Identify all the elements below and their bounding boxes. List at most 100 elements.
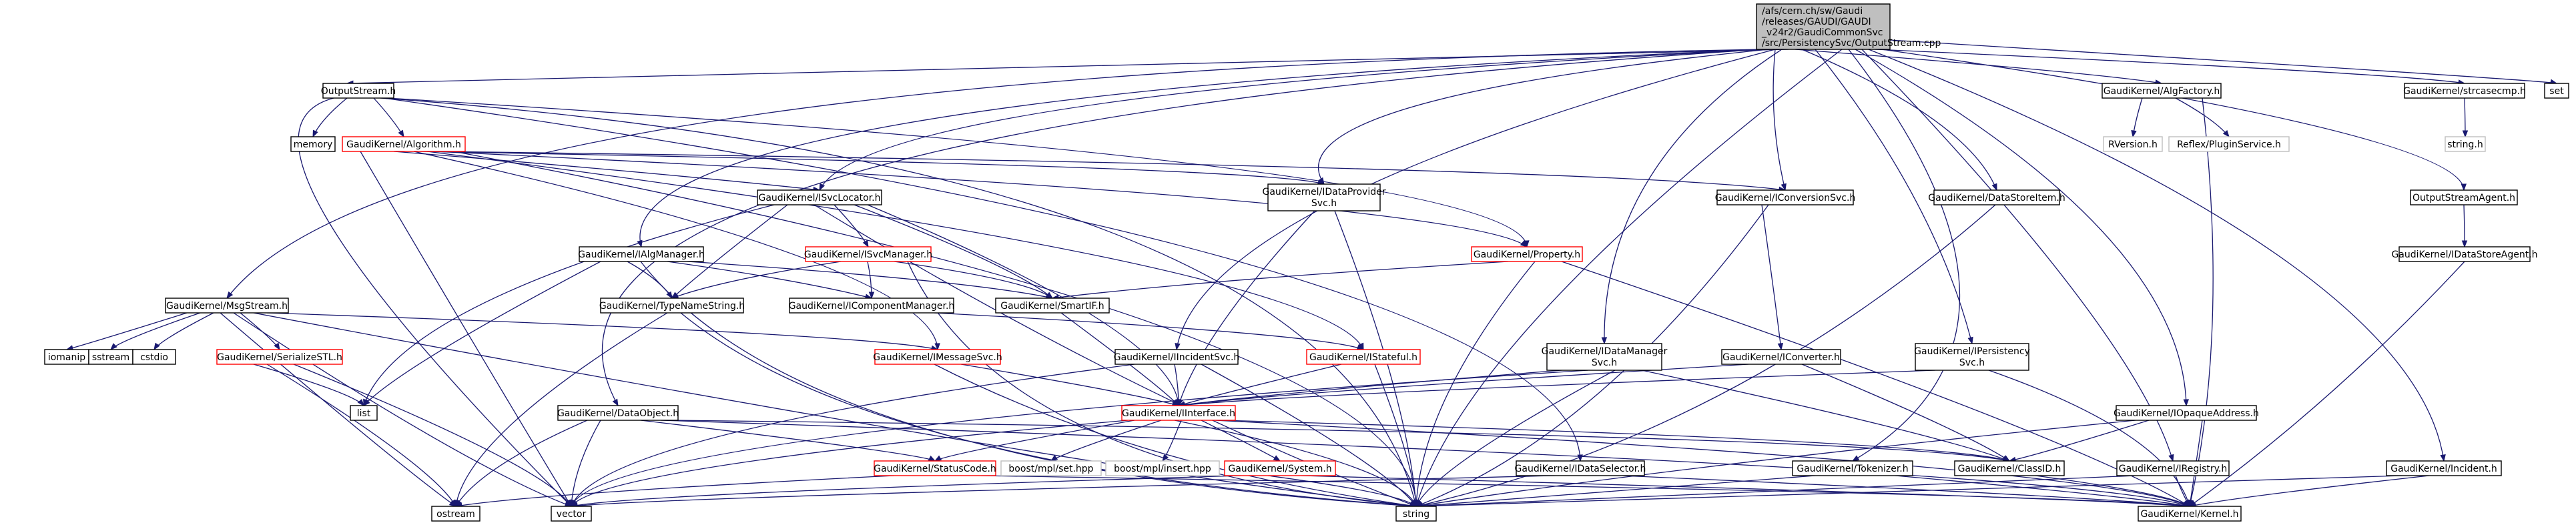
- edge-arrowhead: [2183, 399, 2190, 407]
- node-list[interactable]: list: [350, 405, 378, 421]
- node-datastoreitem[interactable]: GaudiKernel/DataStoreItem.h: [1928, 189, 2065, 205]
- node-algfactory[interactable]: GaudiKernel/AlgFactory.h: [2102, 83, 2222, 99]
- node-iregistry[interactable]: GaudiKernel/IRegistry.h: [2116, 460, 2230, 476]
- node-smartif[interactable]: GaudiKernel/SmartIF.h: [995, 298, 1110, 314]
- node-iopaqueaddress[interactable]: GaudiKernel/IOpaqueAddress.h: [2114, 405, 2259, 421]
- dependency-edge: [2189, 261, 2465, 507]
- edge-arrowhead: [398, 129, 404, 138]
- edge-arrowhead: [455, 499, 462, 508]
- dependency-edge: [1621, 475, 2190, 507]
- node-set[interactable]: set: [2544, 83, 2569, 99]
- node-icomponentmanager[interactable]: GaudiKernel/IComponentManager.h: [789, 298, 955, 314]
- dependency-edge: [1267, 475, 1417, 507]
- node-outputstream-h[interactable]: OutputStream.h: [321, 83, 396, 99]
- dependency-edge: [1415, 49, 1843, 507]
- node-vector[interactable]: vector: [551, 506, 592, 522]
- root-line-1: /afs/cern.ch/sw/Gaudi: [1762, 6, 1863, 17]
- node-system[interactable]: GaudiKernel/System.h: [1224, 460, 1336, 476]
- node-boost-mpl-set[interactable]: boost/mpl/set.hpp: [1000, 460, 1102, 476]
- node-ostream[interactable]: ostream: [431, 506, 480, 522]
- edge-arrowhead: [1967, 336, 1973, 345]
- dependency-edge: [455, 420, 588, 507]
- node-istateful[interactable]: GaudiKernel/IStateful.h: [1306, 349, 1421, 365]
- node-idataselector[interactable]: GaudiKernel/IDataSelector.h: [1515, 460, 1646, 476]
- node-memory[interactable]: memory: [290, 136, 336, 152]
- node-sstream[interactable]: sstream: [88, 349, 133, 365]
- node-rversion[interactable]: RVersion.h: [2103, 136, 2163, 152]
- dependency-edge: [1889, 39, 2557, 84]
- node-algorithm[interactable]: GaudiKernel/Algorithm.h: [342, 136, 466, 152]
- node-idatamanagersvc[interactable]: GaudiKernel/IDataManager Svc.h: [1542, 343, 1668, 371]
- node-iincidentsvc[interactable]: GaudiKernel/IIncidentSvc.h: [1114, 349, 1240, 365]
- dependency-edge: [1875, 49, 2465, 84]
- dependency-edge: [373, 97, 404, 137]
- dependency-edge: [1855, 49, 2187, 406]
- node-classid[interactable]: GaudiKernel/ClassID.h: [1954, 460, 2065, 476]
- node-msgstream[interactable]: GaudiKernel/MsgStream.h: [165, 298, 289, 314]
- dependency-edge: [293, 364, 572, 507]
- node-property[interactable]: GaudiKernel/Property.h: [1471, 246, 1583, 262]
- dependency-edge: [1848, 49, 1961, 462]
- node-strcasecmp[interactable]: GaudiKernel/strcasecmp.h: [2403, 83, 2526, 99]
- node-label: GaudiKernel/MsgStream.h: [166, 301, 288, 312]
- edge-arrowhead: [1175, 399, 1182, 407]
- node-label: OutputStream.h: [321, 86, 396, 97]
- node-idataprovidersvc[interactable]: GaudiKernel/IDataProvider Svc.h: [1263, 183, 1386, 211]
- dependency-edge: [1773, 49, 1786, 191]
- dependency-edge: [1868, 49, 2445, 462]
- dependency-edge: [1415, 370, 1616, 507]
- node-label: list: [357, 408, 371, 419]
- node-dataobject[interactable]: GaudiKernel/DataObject.h: [557, 405, 679, 421]
- dependency-edge: [640, 261, 1417, 507]
- node-serializestl[interactable]: GaudiKernel/SerializeSTL.h: [216, 349, 343, 365]
- node-iconversionsvc[interactable]: GaudiKernel/IConversionSvc.h: [1715, 189, 1856, 205]
- node-iinterface[interactable]: GaudiKernel/IInterface.h: [1121, 405, 1236, 421]
- node-label: GaudiKernel/IOpaqueAddress.h: [2114, 408, 2259, 419]
- dependency-edge: [1801, 49, 1997, 191]
- dependency-edge: [386, 97, 1528, 247]
- node-label: GaudiKernel/IAlgManager.h: [578, 249, 705, 260]
- node-imessagesvc[interactable]: GaudiKernel/IMessageSvc.h: [873, 349, 1002, 365]
- edge-arrowhead: [1175, 342, 1181, 351]
- node-label: GaudiKernel/IInterface.h: [1122, 408, 1235, 419]
- node-string[interactable]: string: [1395, 506, 1437, 522]
- edge-arrowhead: [1777, 343, 1784, 351]
- node-isvclocator[interactable]: GaudiKernel/ISvcLocator.h: [757, 189, 882, 205]
- node-ipersistencysvc[interactable]: GaudiKernel/IPersistency Svc.h: [1914, 343, 2030, 371]
- node-isvcmanager[interactable]: GaudiKernel/ISvcManager.h: [804, 246, 932, 262]
- node-string-h[interactable]: string.h: [2445, 136, 2486, 152]
- node-kernel[interactable]: GaudiKernel/Kernel.h: [2138, 506, 2242, 522]
- node-boost-mpl-insert[interactable]: boost/mpl/insert.hpp: [1105, 460, 1220, 476]
- node-outputstreamagent[interactable]: OutputStreamAgent.h: [2410, 189, 2518, 205]
- edge-arrowhead: [612, 398, 619, 407]
- edge-arrowhead: [862, 239, 869, 248]
- dependency-edge: [1060, 312, 1179, 406]
- node-label: GaudiKernel/IDataProvider: [1263, 187, 1386, 197]
- node-root-outputstream-cpp[interactable]: /afs/cern.ch/sw/Gaudi /releases/GAUDI/GA…: [1756, 3, 1941, 50]
- node-incident[interactable]: GaudiKernel/Incident.h: [2386, 460, 2502, 476]
- dependency-edge: [571, 420, 1129, 507]
- node-tokenizer[interactable]: GaudiKernel/Tokenizer.h: [1792, 460, 1913, 476]
- dependency-edge: [253, 312, 1417, 507]
- node-ialgmanager[interactable]: GaudiKernel/IAlgManager.h: [578, 246, 705, 262]
- node-reflex-pluginservice[interactable]: Reflex/PluginService.h: [2168, 136, 2290, 152]
- node-label: GaudiKernel/StatusCode.h: [874, 464, 996, 474]
- dependency-edge: [266, 364, 456, 507]
- dependency-edge: [1761, 204, 1782, 350]
- node-label: GaudiKernel/Tokenizer.h: [1797, 464, 1908, 474]
- node-label: GaudiKernel/IComponentManager.h: [789, 301, 955, 312]
- node-cstdio[interactable]: cstdio: [132, 349, 176, 365]
- node-label: ostream: [436, 509, 475, 520]
- node-iomanip[interactable]: iomanip: [44, 349, 89, 365]
- node-iconverter[interactable]: GaudiKernel/IConverter.h: [1721, 349, 1841, 365]
- dependency-edge: [440, 151, 1786, 191]
- node-typenamestring[interactable]: GaudiKernel/TypeNameString.h: [599, 298, 745, 314]
- dependency-edge: [2009, 420, 2150, 462]
- node-idatastoreagent[interactable]: GaudiKernel/IDataStoreAgent.h: [2391, 246, 2538, 262]
- node-label-2: Svc.h: [1592, 358, 1617, 368]
- dependency-edge: [2035, 475, 2190, 507]
- edge-arrowhead: [1520, 240, 1528, 247]
- dependency-edge: [671, 261, 842, 299]
- dependency-edge: [934, 312, 1364, 350]
- node-statuscode[interactable]: GaudiKernel/StatusCode.h: [874, 460, 996, 476]
